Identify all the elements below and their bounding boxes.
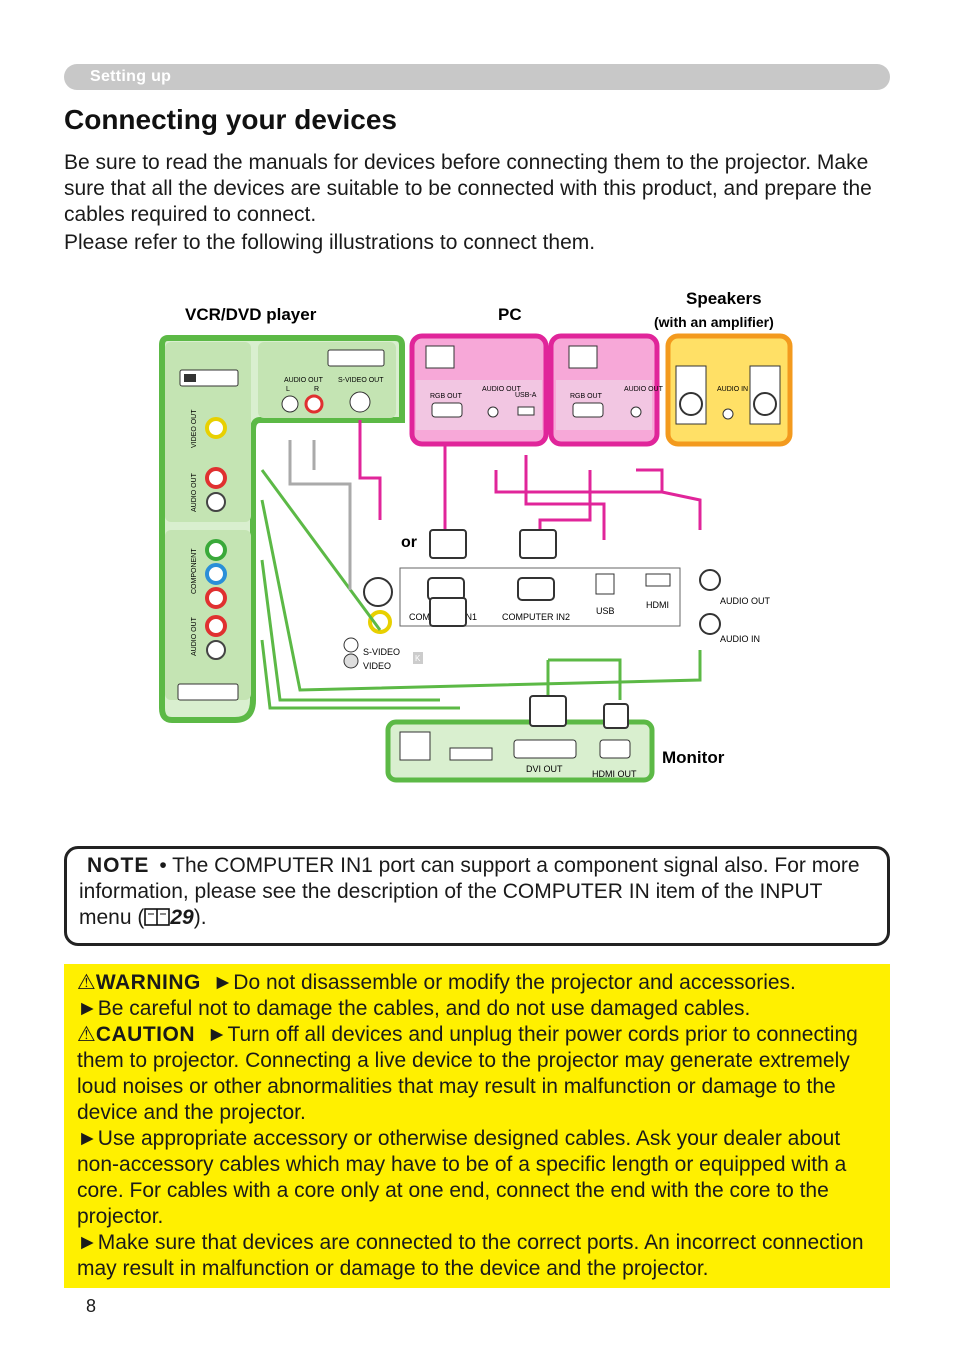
svg-text:AUDIO OUT: AUDIO OUT: [482, 386, 522, 393]
warning-triangle-icon: ⚠: [77, 971, 96, 994]
pink-cables: [358, 420, 702, 540]
usb-a-port: [517, 406, 535, 416]
usb-port: [595, 573, 615, 595]
hdmi-port: [645, 573, 671, 587]
audio-out-r-jack: [205, 467, 227, 489]
svg-text:HDMI OUT: HDMI OUT: [592, 769, 637, 779]
monitor-icon: [399, 731, 431, 761]
pc-label: PC: [498, 305, 522, 324]
or-label: or: [401, 534, 417, 551]
svg-text:USB: USB: [596, 606, 615, 616]
svg-text:AUDIO IN: AUDIO IN: [717, 386, 748, 393]
vcr-svideo-out-label: S-VIDEO OUT: [338, 377, 384, 384]
caution-triangle-icon: ⚠: [77, 1023, 96, 1046]
connection-diagram: VCR/DVD player PC Speakers (with an ampl…: [159, 289, 793, 783]
svg-text:R: R: [314, 386, 319, 393]
svg-text:VIDEO: VIDEO: [363, 661, 391, 671]
vcr-audio-r-jack: [304, 394, 324, 414]
svg-text:COMPUTER IN2: COMPUTER IN2: [502, 612, 570, 622]
section-header-bar: Setting up: [64, 64, 890, 90]
dvd-audio-r-jack: [205, 615, 227, 637]
svg-text:AUDIO OUT: AUDIO OUT: [191, 616, 198, 656]
dvd-audio-l-jack: [206, 640, 226, 660]
warning-text: ⚠WARNING ►Do not disassemble or modify t…: [77, 971, 864, 1280]
intro-paragraph-2: Please refer to the following illustrati…: [64, 231, 596, 254]
svg-text:AUDIO OUT: AUDIO OUT: [720, 596, 771, 606]
caution-label: CAUTION: [95, 1023, 195, 1046]
audio-out-l-jack: [206, 492, 226, 512]
monitor-label: Monitor: [662, 748, 725, 767]
intro-paragraph: Be sure to read the manuals for devices …: [64, 151, 872, 226]
svg-text:VIDEO OUT: VIDEO OUT: [191, 409, 198, 448]
note-page-ref[interactable]: 29: [170, 906, 194, 929]
section-label: Setting up: [90, 68, 172, 85]
vcr-label: VCR/DVD player: [185, 305, 317, 324]
projector-video-jack: [368, 610, 392, 634]
svg-text:K: K: [415, 654, 421, 663]
dvd-device-icon: [177, 683, 239, 701]
speakers-sublabel: (with an amplifier): [654, 314, 774, 330]
svg-text:AUDIO OUT: AUDIO OUT: [624, 386, 664, 393]
vcr-audio-out-label: AUDIO OUT: [284, 377, 324, 384]
laptop-icon: [568, 345, 598, 369]
gray-cables: [288, 440, 352, 590]
pc-rgb-out-port: [431, 402, 463, 418]
svg-text:USB-A: USB-A: [515, 392, 537, 399]
component-cr-jack: [205, 587, 227, 609]
green-cables: [260, 469, 702, 710]
projector-audio-out-jack: [699, 569, 721, 591]
note-body: • The COMPUTER IN1 port can support a co…: [79, 854, 860, 929]
svg-text:HDMI: HDMI: [646, 600, 669, 610]
svg-text:RGB OUT: RGB OUT: [570, 393, 603, 400]
note-text: NOTE• The COMPUTER IN1 port can support …: [79, 854, 860, 929]
speakers-label: Speakers: [686, 289, 762, 308]
svg-text:RGB OUT: RGB OUT: [430, 393, 463, 400]
svg-text:DVI OUT: DVI OUT: [526, 764, 563, 774]
component-cb-jack: [205, 563, 227, 585]
component-y-jack: [205, 539, 227, 561]
vcr-svideo-jack: [349, 391, 371, 413]
projector-audio-in-jack: [699, 613, 721, 635]
video-out-jack: [205, 417, 227, 439]
vcr-audio-l-jack: [281, 395, 299, 413]
pc-monitor-icon: [425, 345, 455, 369]
warning-label: WARNING: [95, 971, 201, 994]
projector-svideo-jack: [363, 577, 393, 607]
page-title: Connecting your devices: [64, 104, 397, 135]
computer-in1-port: [427, 577, 465, 601]
book-icon: [144, 908, 171, 926]
dvi-out-port: [513, 739, 577, 759]
svg-text:L: L: [286, 386, 290, 393]
note-box: NOTE• The COMPUTER IN1 port can support …: [64, 846, 890, 946]
warning-box: ⚠WARNING ►Do not disassemble or modify t…: [64, 964, 890, 1288]
note-label: NOTE: [87, 854, 150, 877]
vcr-device-icon-2: [327, 349, 385, 367]
computer-in2-port: [517, 577, 555, 601]
laptop-rgb-out-port: [572, 402, 604, 418]
svg-text:AUDIO OUT: AUDIO OUT: [191, 472, 198, 512]
svg-text:AUDIO IN: AUDIO IN: [720, 634, 760, 644]
dvd-ports-panel: [165, 530, 251, 700]
page-number: 8: [86, 1296, 97, 1316]
hdmi-out-port: [599, 739, 631, 759]
svg-text:COMPONENT: COMPONENT: [191, 548, 198, 594]
svg-text:S-VIDEO: S-VIDEO: [363, 647, 400, 657]
